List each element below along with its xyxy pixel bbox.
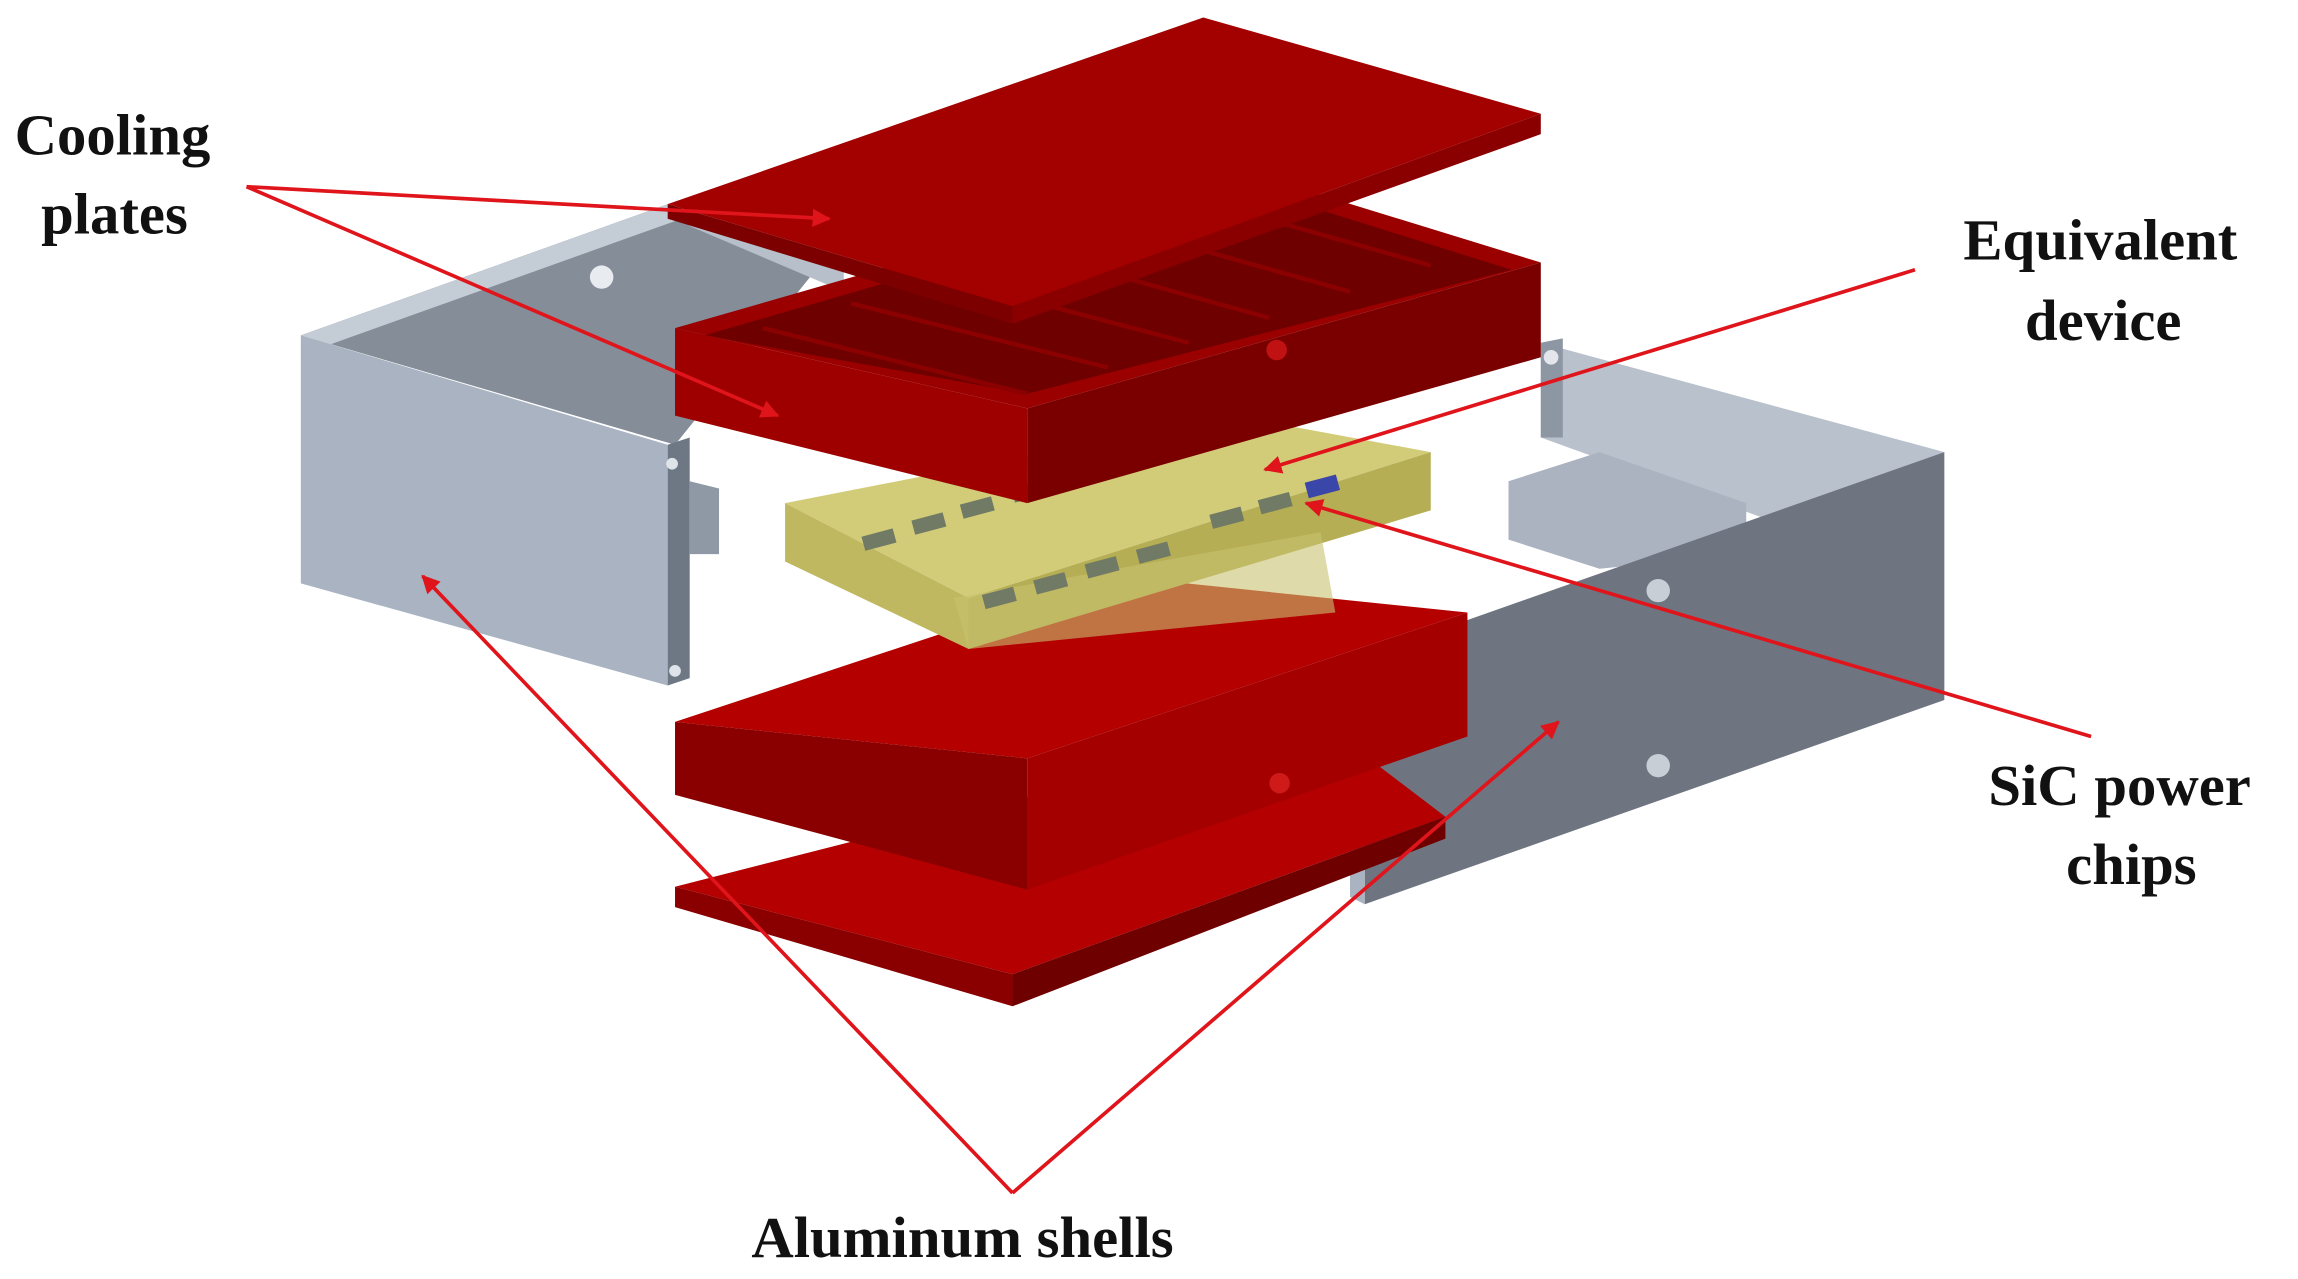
sic-power-chips-arrow	[1304, 499, 2092, 739]
lower-cooling-plate-top	[675, 576, 1468, 890]
sic-power-chips-label-line1: SiC power	[1988, 753, 2250, 818]
cooling-plates-arrows	[245, 184, 831, 418]
cooling-plates-label-line2: plates	[41, 182, 188, 247]
cooling-plates-label-line1: Cooling	[15, 103, 211, 168]
aluminum-shells-arrows	[421, 574, 1560, 1195]
left-aluminum-shell	[300, 204, 844, 686]
equivalent-device-label-line2: device	[2025, 288, 2181, 353]
upper-cooling-plate-lid	[667, 17, 1541, 324]
aluminum-shells-label: Aluminum shells	[751, 1205, 1173, 1270]
sic-power-chips-label-line2: chips	[2066, 832, 2196, 897]
equivalent-device-arrow	[1263, 268, 1916, 474]
equivalent-device-label-line1: Equivalent	[1963, 208, 2237, 273]
